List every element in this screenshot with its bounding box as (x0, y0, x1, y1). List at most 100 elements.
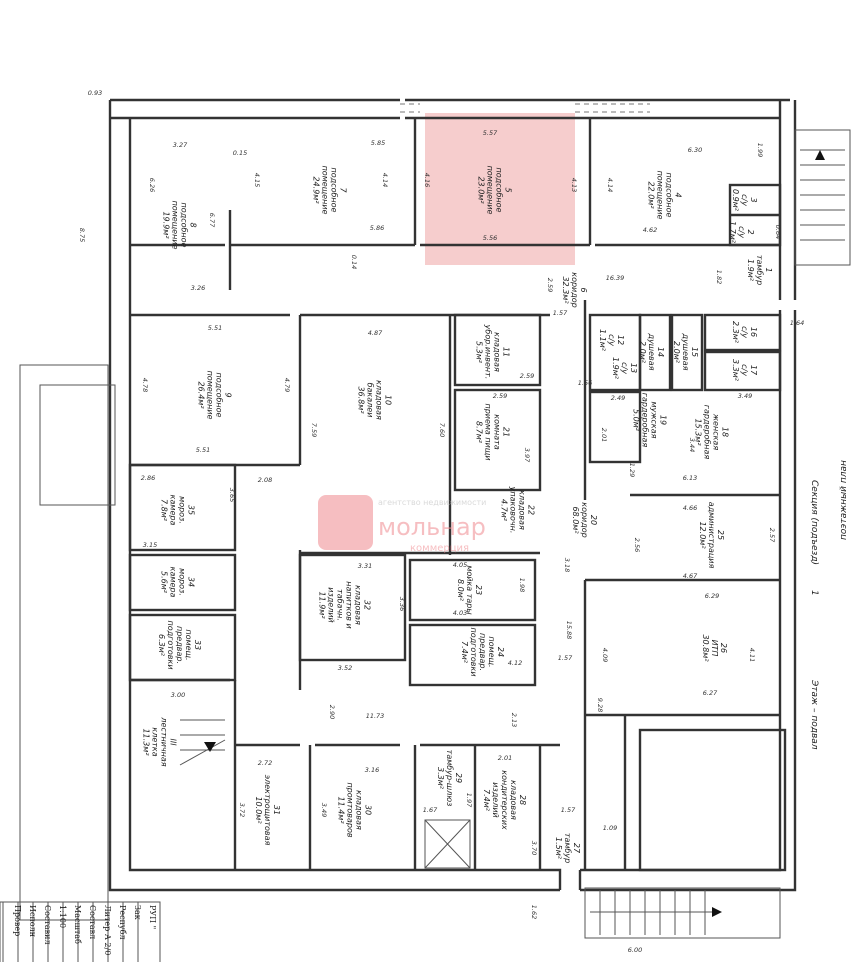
dimension-label: 4.78 (141, 378, 149, 392)
floor-note: Этаж – подвал (809, 679, 819, 750)
dimension-label: 3.70 (530, 841, 538, 855)
dimension-label: 9.28 (596, 698, 604, 712)
room-label-19: 19мужскаягардеробная5.0м² (632, 393, 668, 448)
title-block-cell: Литер А 2/0 (103, 905, 112, 955)
dimension-label: 3.27 (173, 141, 188, 149)
room-label-14: 14душевая2.0м² (638, 333, 665, 371)
dimension-label: 8.75 (78, 228, 86, 242)
room-label-35: 35мороз.камера7.8м² (160, 495, 196, 526)
section-number: 1 (809, 590, 819, 596)
dimension-label: 6.29 (705, 592, 719, 600)
dimension-label: 4.67 (683, 572, 698, 580)
dimension-label: 3.44 (688, 438, 696, 452)
watermark-tagline: агентство недвижимости (378, 498, 486, 507)
walls (19, 98, 851, 939)
dimension-label: 1.82 (715, 270, 723, 284)
dimension-label: 4.05 (453, 561, 467, 569)
dimension-label: 4.14 (606, 178, 614, 192)
dimension-label: 0.93 (88, 89, 102, 97)
room-label-5: 5подсобноепомещение23.0м² (477, 166, 513, 215)
room-label-22: 22кладоваяупаковочн.4.7м² (500, 486, 536, 534)
dimension-label: 4.79 (283, 378, 291, 392)
dimension-label: 2.59 (520, 372, 534, 380)
dimension-label: 5.57 (483, 129, 498, 137)
stair-arrow-icon (712, 907, 722, 917)
dimension-label: 2.01 (600, 428, 608, 442)
room-label-23: 23мойка тары8.0м² (456, 565, 483, 614)
dimension-label: 5.86 (370, 224, 384, 232)
dimension-label: 5.56 (483, 234, 497, 242)
plan-note: поэтажный план (839, 460, 849, 540)
room-label-34: 34мороз.камера5.6м² (160, 567, 196, 598)
dimension-label: 1.97 (465, 793, 473, 808)
dimension-label: 5.51 (196, 446, 210, 454)
dimension-label: 2.57 (768, 528, 776, 543)
room-label-4: 4подсобноепомещение22.0м² (647, 171, 683, 220)
room-label-21: 21комнатаприема пищи8.7м² (475, 403, 511, 460)
dimension-label: 3.00 (171, 691, 185, 699)
dimension-label: 7.60 (438, 423, 446, 437)
watermark-brand: мольнар (378, 513, 486, 541)
dimension-label: 2.59 (493, 392, 507, 400)
dimension-label: 2.49 (611, 394, 625, 402)
dimension-label: 3.97 (523, 448, 531, 463)
room-label-6: 6коридор32.3м² (561, 272, 588, 308)
room-label-16: 16с/у2.3м² (731, 321, 758, 344)
dimension-label: 4.03 (453, 609, 467, 617)
title-block-cell: 1:100 (58, 905, 67, 928)
dimension-label: 4.66 (683, 504, 697, 512)
dimension-label: 1.56 (578, 379, 592, 387)
room-label-17: 17с/у3.3м² (731, 359, 758, 382)
dimension-label: 6.00 (628, 946, 642, 954)
dimension-label: 4.13 (570, 178, 578, 192)
stair-arrow-icon (204, 742, 216, 752)
room-label-10: 10кладоваябакалеи36.8м² (357, 380, 393, 420)
watermark: мольнар коммерция агентство недвижимости (318, 495, 486, 554)
dimension-label: 4.09 (601, 648, 609, 662)
room-label-24: 24помещ.предвар.подготовки7.4м² (460, 627, 505, 676)
dimension-label: 3.72 (238, 803, 246, 817)
dimension-label: 1.57 (561, 806, 576, 814)
title-block-cell: Составл (88, 905, 97, 939)
watermark-logo (318, 495, 373, 550)
dimension-label: 4.16 (423, 173, 431, 187)
dimension-label: 6.26 (148, 178, 156, 192)
title-block-cell: Провер (13, 905, 22, 936)
dimension-label: 2.86 (141, 474, 155, 482)
dimension-label: 6.27 (703, 689, 718, 697)
dimension-label: 4.14 (381, 173, 389, 187)
dimension-label: 2.08 (258, 476, 272, 484)
room-label-3: 3с/у0.9м² (731, 189, 758, 212)
dimension-label: 16.39 (606, 274, 625, 282)
room-label-32: 32кладоваянапитков итабачн.изделий11.9м² (318, 581, 372, 628)
room-label-20: 20коридор68.0м² (571, 502, 598, 538)
room-label-28: 28кладоваякондитерскихизделий7.4м² (482, 770, 527, 830)
dimension-label: 1.64 (790, 319, 804, 327)
room-labels: 1тамбур1.9м²2с/у1.7м²3с/у0.9м²4подсобное… (142, 166, 774, 864)
room-label-30: 30кладоваяпромтоваров11.4м² (337, 782, 373, 837)
stair-arrow-icon (815, 150, 825, 160)
dimension-label: 4.12 (508, 659, 522, 667)
dimension-label: 3.49 (738, 392, 752, 400)
dimension-label: 7.59 (310, 423, 318, 437)
room-label-31: 31электрощитовая10.0м² (254, 775, 281, 846)
room-label-11: 11кладоваяубор.инвент.5.3м² (475, 324, 511, 380)
dimension-label: 3.16 (365, 766, 379, 774)
dimension-label: 3.52 (338, 664, 352, 672)
dimension-label: 1.67 (423, 806, 438, 814)
dimension-label: 3.18 (563, 558, 571, 572)
room-label-18: 18женскаягардеробная15.3м² (694, 405, 730, 460)
title-block-cell: Зак (133, 905, 142, 920)
dimension-label: 1.57 (558, 654, 573, 662)
dimension-label: 1.98 (518, 578, 526, 592)
dimension-label: 3.26 (191, 284, 205, 292)
dimension-label: 6.30 (688, 146, 702, 154)
title-block-cell: Республ (118, 905, 127, 940)
watermark-sub: коммерция (410, 543, 469, 554)
dimension-label: 2.59 (546, 278, 554, 292)
side-notes: Секция (подъезд) 1 Этаж – подвал поэтажн… (809, 460, 849, 750)
highlighted-room-5 (425, 113, 575, 265)
room-label-13: 13с/у1.9м² (611, 357, 638, 380)
